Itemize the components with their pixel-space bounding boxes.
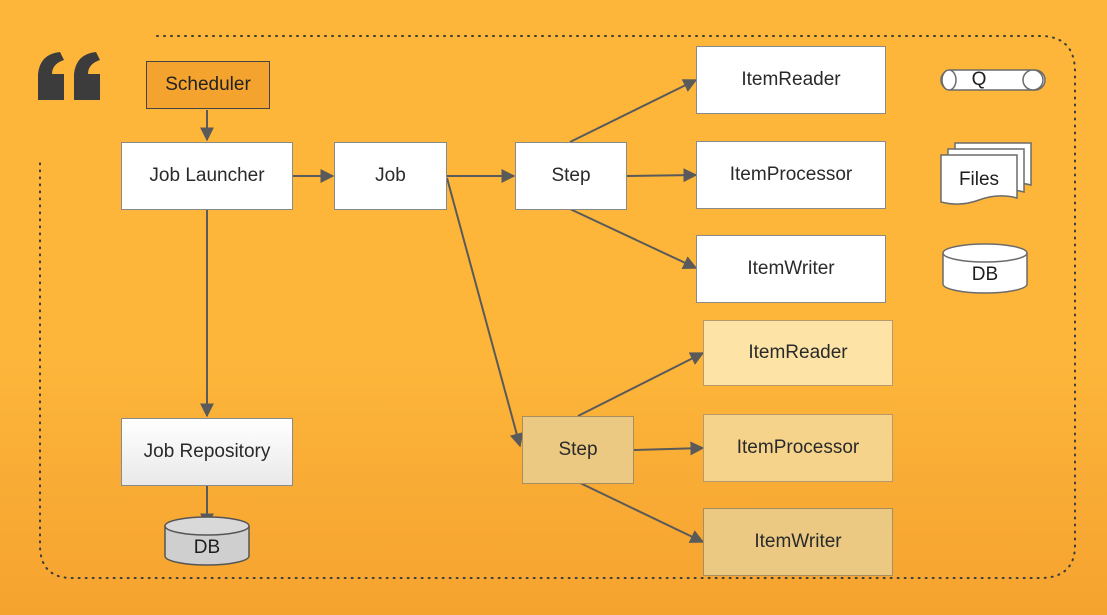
queue-label: Q [971, 69, 987, 90]
item-reader-node-2: ItemReader [703, 320, 893, 386]
arrow-step1-to-reader [569, 79, 698, 143]
item-writer-node-2: ItemWriter [703, 508, 893, 576]
item-processor-node-2: ItemProcessor [703, 414, 893, 482]
job-node: Job [334, 142, 447, 210]
arrow-step2-to-reader [577, 352, 705, 417]
repository-db-label: DB [193, 537, 221, 558]
item-reader-node-1: ItemReader [696, 46, 886, 114]
item-processor-node-1: ItemProcessor [696, 141, 886, 209]
db-legend-icon [942, 243, 1028, 294]
queue-icon [940, 69, 1046, 91]
files-icon [940, 142, 1032, 205]
job-launcher-node: Job Launcher [121, 142, 293, 210]
item-writer-node-1: ItemWriter [696, 235, 886, 303]
step-node-1: Step [515, 142, 627, 210]
repository-db-icon [164, 516, 250, 566]
db-legend-label: DB [971, 264, 999, 285]
arrow-step1-to-writer [569, 208, 698, 269]
arrow-step2-to-processor [633, 441, 705, 456]
quote-mark-icon [38, 52, 100, 100]
job-repository-node: Job Repository [121, 418, 293, 486]
dotted-boundary [39, 35, 1076, 579]
files-label: Files [958, 169, 1000, 190]
arrow-job-to-step2 [446, 177, 524, 448]
scheduler-node: Scheduler [146, 61, 270, 109]
arrow-step1-to-processor [626, 168, 698, 183]
arrow-step2-to-writer [577, 481, 705, 543]
step-node-2: Step [522, 416, 634, 484]
